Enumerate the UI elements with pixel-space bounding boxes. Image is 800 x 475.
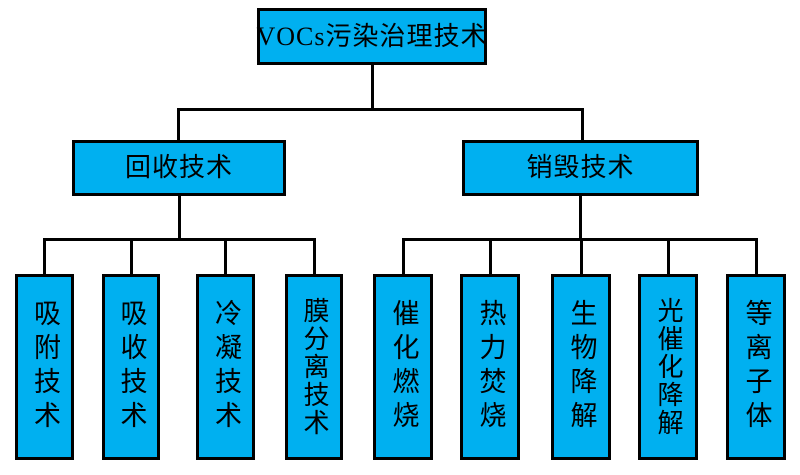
connector-drop-absorption — [129, 238, 133, 276]
leaf-box-condensation: 冷凝技术 — [196, 274, 255, 460]
leaf-label-membrane-separation: 膜分离技术 — [300, 297, 329, 437]
connector-drop-adsorption — [43, 238, 46, 276]
leaf-box-membrane-separation: 膜分离技术 — [285, 274, 343, 460]
leaf-label-photocatalytic-degradation: 光催化降解 — [654, 297, 683, 437]
leaf-box-plasma: 等离子体 — [726, 274, 786, 460]
connector-drop-bio — [579, 238, 583, 276]
connector-drop-thermal — [488, 238, 492, 276]
connector-recovery-crossbar — [43, 238, 316, 241]
leaf-label-condensation: 冷凝技术 — [211, 299, 241, 435]
leaf-box-photocatalytic-degradation: 光催化降解 — [638, 274, 698, 460]
branch-label-recovery: 回收技术 — [124, 153, 233, 182]
leaf-label-adsorption: 吸附技术 — [30, 299, 60, 435]
connector-drop-condensation — [224, 238, 227, 276]
branch-label-destruction: 销毁技术 — [526, 153, 635, 182]
leaf-box-thermal-incineration: 热力焚烧 — [460, 274, 520, 460]
leaf-box-absorption: 吸收技术 — [102, 274, 160, 460]
connector-destruction-stem — [579, 194, 582, 241]
connector-drop-photocatalytic — [666, 238, 670, 276]
branch-box-destruction: 销毁技术 — [462, 140, 699, 196]
leaf-label-thermal-incineration: 热力焚烧 — [475, 299, 506, 435]
connector-drop-recovery — [176, 108, 180, 142]
leaf-label-catalytic-combustion: 催化燃烧 — [388, 299, 419, 435]
connector-drop-membrane — [313, 238, 316, 276]
branch-box-recovery: 回收技术 — [72, 140, 286, 196]
connector-level1-crossbar — [176, 108, 584, 111]
leaf-label-plasma: 等离子体 — [741, 299, 772, 435]
leaf-label-absorption: 吸收技术 — [116, 299, 147, 435]
leaf-label-biodegradation: 生物降解 — [566, 299, 597, 435]
leaf-box-adsorption: 吸附技术 — [15, 274, 74, 460]
leaf-box-catalytic-combustion: 催化燃烧 — [373, 274, 433, 460]
connector-drop-catalytic — [401, 238, 405, 276]
leaf-box-biodegradation: 生物降解 — [551, 274, 611, 460]
connector-drop-destruction — [580, 108, 584, 142]
connector-drop-plasma — [754, 238, 758, 276]
root-label: VOCs污染治理技术 — [256, 21, 488, 51]
connector-root-stem — [371, 63, 374, 111]
connector-recovery-stem — [177, 194, 181, 241]
root-box-vocs-treatment: VOCs污染治理技术 — [257, 8, 487, 65]
